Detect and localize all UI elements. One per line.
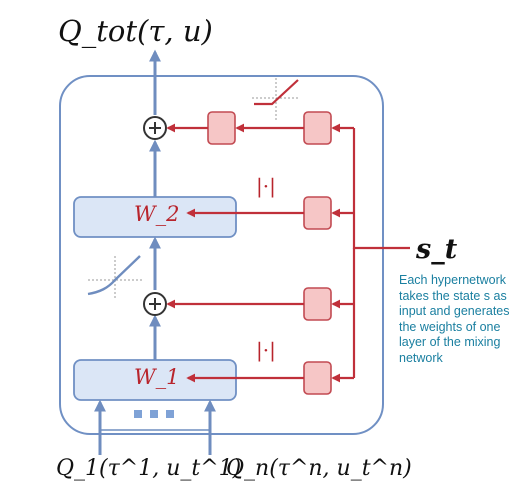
relu-activation-icon bbox=[252, 78, 300, 120]
hypernetwork-note: Each hypernetwork takes the state s as i… bbox=[399, 273, 510, 365]
mixing-network-container bbox=[59, 75, 384, 435]
state-label: s_t bbox=[416, 234, 458, 265]
agent-input-label-n: Q_n(τ^n, u_t^n) bbox=[226, 456, 412, 481]
abs-label-w2: |·| bbox=[256, 174, 276, 198]
hypernet-box-top-b2 bbox=[303, 111, 332, 145]
output-label: Q_tot(τ, u) bbox=[58, 14, 213, 48]
elu-activation-icon bbox=[87, 255, 142, 300]
abs-label-w1: |·| bbox=[256, 338, 276, 362]
hypernet-box-b1 bbox=[303, 287, 332, 321]
hypernet-box-w2 bbox=[303, 196, 332, 230]
top-plus-node bbox=[143, 116, 167, 140]
hypernet-box-top-b1 bbox=[207, 111, 236, 145]
hypernet-box-w1 bbox=[303, 361, 332, 395]
w2-label: W_2 bbox=[134, 202, 180, 226]
agent-input-label-1: Q_1(τ^1, u_t^1) bbox=[56, 456, 242, 481]
agent-ellipsis bbox=[134, 410, 174, 418]
bottom-plus-node bbox=[143, 292, 167, 316]
w1-label: W_1 bbox=[134, 365, 180, 389]
